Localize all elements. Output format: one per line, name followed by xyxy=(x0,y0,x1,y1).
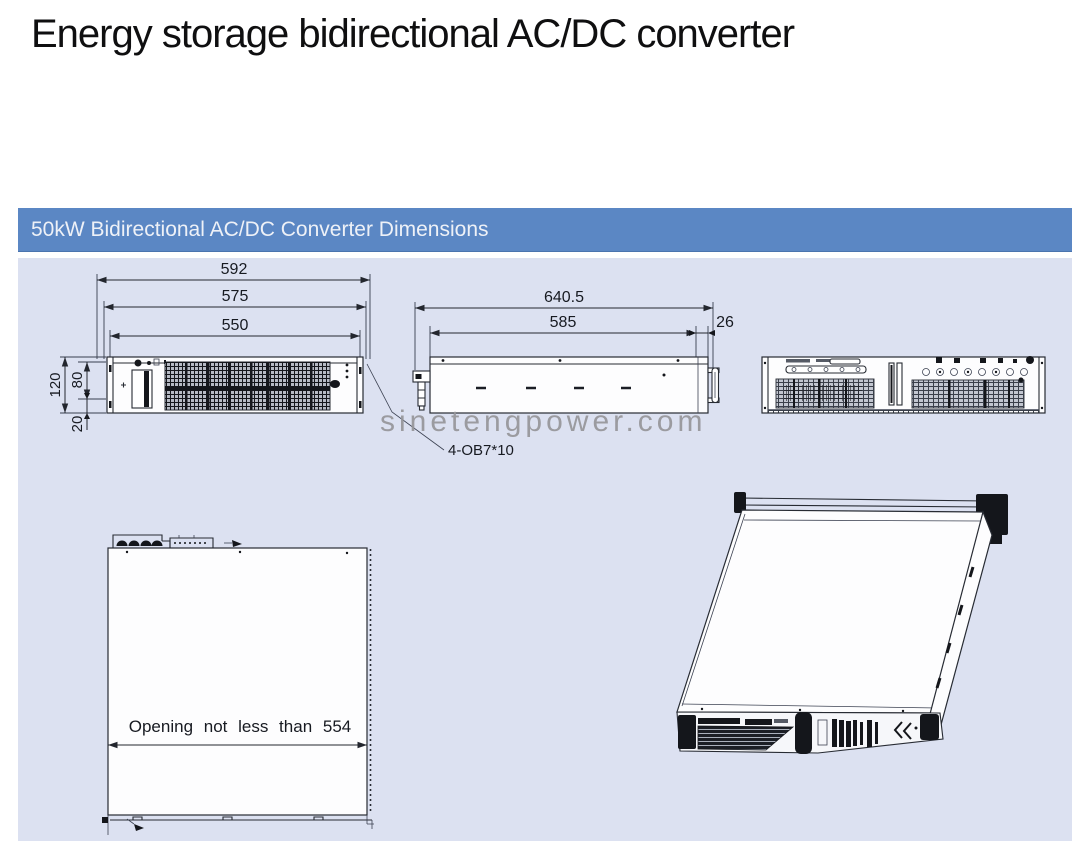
dim-side-flange-offset: 26 xyxy=(716,314,734,331)
dim-front-overall-width: 592 xyxy=(221,261,248,278)
rear-view xyxy=(761,356,1046,414)
iso-rear-rail xyxy=(740,497,988,508)
watermark: sinetengpower.com xyxy=(380,405,707,438)
iso-connector-cluster xyxy=(817,719,918,747)
top-view: Opening not less than 554 xyxy=(102,534,374,835)
dim-front-inner-width: 550 xyxy=(222,317,249,334)
front-handle-knob-icon xyxy=(330,380,340,388)
iso-left-handle-block xyxy=(734,492,746,513)
dim-front-total-height: 120 xyxy=(47,372,64,397)
front-view: 592 575 550 120 80 20 xyxy=(47,261,371,433)
top-opening-note: Opening not less than 554 xyxy=(129,717,351,736)
top-front-connectors xyxy=(112,534,242,548)
hole-callout-label: 4-OB7*10 xyxy=(448,442,514,459)
isometric-view xyxy=(676,492,1008,754)
section-header-label: 50kW Bidirectional AC/DC Converter Dimen… xyxy=(31,218,489,241)
side-chassis xyxy=(429,356,709,414)
rear-right-grille xyxy=(911,379,1025,409)
dim-side-overall-depth: 640.5 xyxy=(544,289,584,306)
iso-vent-grille xyxy=(697,725,795,751)
rear-power-stud-icon xyxy=(1026,356,1034,364)
dim-front-mid-height: 80 xyxy=(69,372,86,389)
front-power-knob-icon xyxy=(134,359,142,367)
rear-terminal-row xyxy=(922,357,1028,376)
rear-left-grille xyxy=(775,378,875,409)
drawing-svg: 592 575 550 120 80 20 xyxy=(47,261,1046,835)
front-vent-grille xyxy=(164,361,331,411)
section-header: 50kW Bidirectional AC/DC Converter Dimen… xyxy=(18,208,1072,252)
side-view: 640.5 585 26 xyxy=(366,289,734,459)
dim-front-mid-width: 575 xyxy=(222,288,249,305)
dim-side-body-depth: 585 xyxy=(550,314,577,331)
dimension-drawing-panel: 592 575 550 120 80 20 xyxy=(18,258,1072,841)
side-mounting-bracket xyxy=(412,370,431,411)
hole-callout-leader xyxy=(366,363,445,451)
top-chassis xyxy=(107,547,368,816)
side-rear-handle xyxy=(707,367,720,404)
rear-terminal-bar xyxy=(785,365,867,374)
dim-front-bottom-height: 20 xyxy=(69,416,86,433)
page-title: Energy storage bidirectional AC/DC conve… xyxy=(31,12,795,56)
